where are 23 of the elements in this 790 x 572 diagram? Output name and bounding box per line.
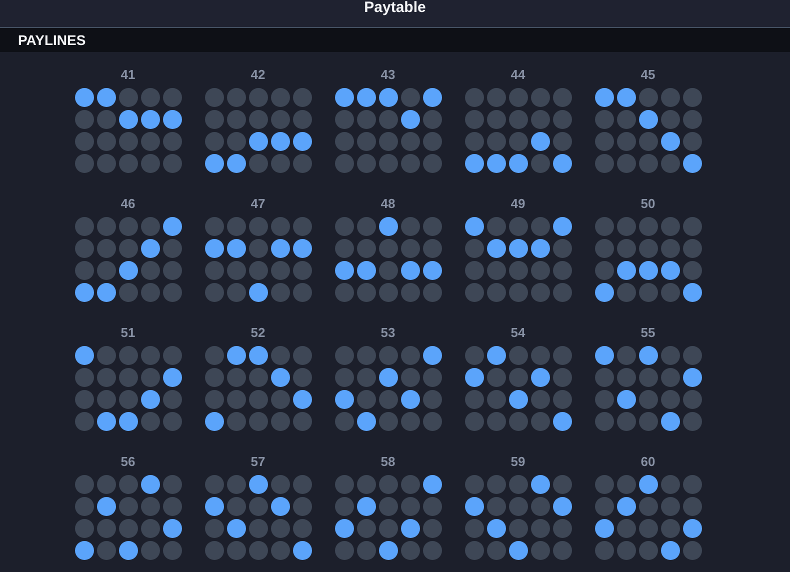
payline-number: 56 [120, 455, 136, 469]
payline-number: 52 [250, 326, 266, 340]
page-title: Paytable [364, 0, 426, 15]
payline-number: 54 [510, 326, 526, 340]
payline-number: 43 [380, 68, 396, 82]
payline-number: 51 [120, 326, 136, 340]
payline-number: 46 [120, 197, 136, 211]
payline-number: 59 [510, 455, 526, 469]
payline-number: 42 [250, 68, 266, 82]
payline-number: 47 [250, 197, 266, 211]
payline-number: 57 [250, 455, 266, 469]
payline-number: 44 [510, 68, 526, 82]
payline-number: 60 [640, 455, 656, 469]
payline-number: 53 [380, 326, 396, 340]
payline-number: 48 [380, 197, 396, 211]
section-heading: PAYLINES [18, 32, 86, 48]
payline-number: 55 [640, 326, 656, 340]
payline-number: 50 [640, 197, 656, 211]
payline-number: 58 [380, 455, 396, 469]
section-header-bar [0, 28, 790, 52]
payline-number: 41 [120, 68, 136, 82]
payline-number: 49 [510, 197, 526, 211]
payline-number: 45 [640, 68, 656, 82]
